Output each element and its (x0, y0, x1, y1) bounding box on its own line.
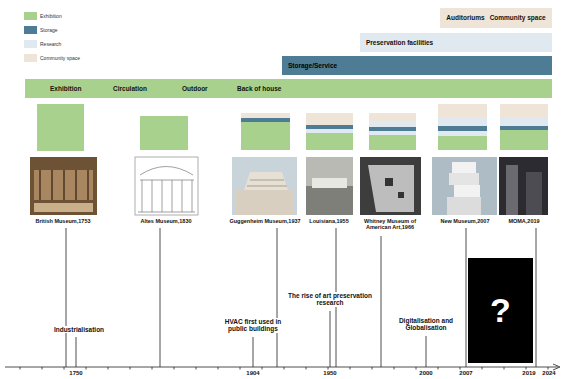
band-text: Community space (490, 14, 546, 21)
legend-item: Research (24, 40, 61, 48)
legend-item: Storage (24, 26, 58, 34)
year-label: 2019 (522, 370, 535, 377)
museum-caption: Guggenheim Museum,1937 (229, 218, 300, 224)
legend-swatch (24, 26, 37, 34)
museum-caption: Altes Museum,1830 (140, 218, 191, 224)
legend-item: Exhibition (24, 12, 62, 20)
museum-caption: British Museum,1753 (35, 218, 90, 224)
legend-text: Community space (40, 55, 80, 61)
museum-caption: MOMA,2019 (508, 218, 539, 224)
museum-caption: New Museum,2007 (441, 218, 490, 224)
year-label: 1904 (246, 370, 259, 377)
event-label: Industrialisation (53, 326, 105, 333)
band-text: Exhibition (50, 85, 113, 92)
museum-photos (30, 157, 548, 215)
program-band: Auditoriums Community space (440, 8, 552, 28)
year-label: 1750 (69, 370, 82, 377)
band-text: Outdoor (182, 85, 237, 92)
legend-text: Exhibition (40, 13, 62, 19)
band-text: ? (490, 292, 511, 329)
museum-caption: Louisiana,1955 (309, 218, 348, 224)
legend-text: Research (40, 41, 61, 47)
band-text: Preservation facilities (366, 39, 433, 46)
legend-swatch (24, 40, 37, 48)
band-text: Back of house (237, 85, 281, 92)
legend-text: Storage (40, 27, 58, 33)
program-diagrams (37, 104, 548, 151)
year-label: 2007 (459, 370, 472, 377)
event-label: HVAC first used in public buildings (215, 318, 292, 333)
legend-item: Community space (24, 54, 80, 62)
band-text: Auditoriums (446, 14, 484, 21)
program-band: ExhibitionCirculationOutdoorBack of hous… (25, 79, 552, 98)
future-box: ? (468, 258, 533, 363)
time-axis (5, 364, 560, 370)
program-band: Preservation facilities (360, 33, 552, 52)
year-label: 2000 (419, 370, 432, 377)
band-text: Circulation (113, 85, 182, 92)
museum-caption: Whitney Museum of American Art,1966 (360, 218, 420, 231)
program-band: Storage/Service (282, 56, 552, 75)
band-text: Storage/Service (288, 62, 337, 69)
legend-swatch (24, 12, 37, 20)
event-label: Digitalisation and Globalisation (388, 317, 465, 332)
year-label: 2024 (542, 370, 555, 377)
timeline-leaders (66, 228, 536, 367)
event-label: The rise of art preservation research (287, 292, 374, 307)
legend-swatch (24, 54, 37, 62)
year-label: 1950 (323, 370, 336, 377)
